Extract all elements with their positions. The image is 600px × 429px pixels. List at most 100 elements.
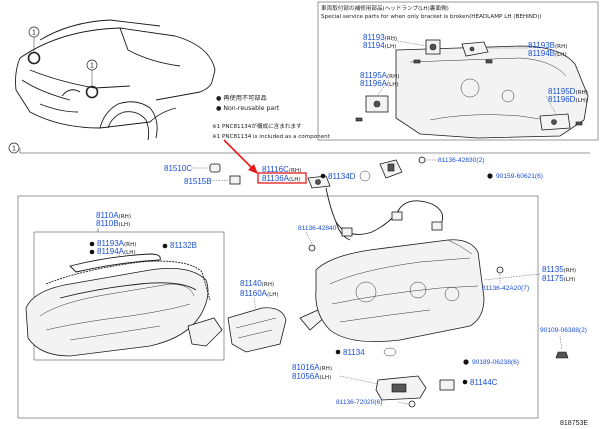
- callout-circle: [8, 142, 20, 154]
- screw: [355, 117, 363, 122]
- part-side: (RH): [385, 36, 397, 42]
- part-side: (RH): [555, 44, 567, 50]
- part-number: 81135: [542, 265, 564, 274]
- headlamp-marker: [27, 51, 41, 65]
- svg-text:81194B(LH): 81194B(LH): [528, 49, 567, 58]
- svg-text:8110B(LH): 8110B(LH): [96, 219, 130, 228]
- screw: [575, 121, 583, 126]
- part-side: (LH): [320, 375, 332, 381]
- part-side: (RH): [320, 366, 332, 372]
- svg-text:81175(LH): 81175(LH): [542, 274, 575, 283]
- headlamp-assembly-box: [17, 195, 539, 419]
- part-number: 81193: [363, 33, 385, 42]
- special-parts-frame: [317, 1, 599, 141]
- svg-text:81195D(RH): 81195D(RH): [548, 87, 588, 96]
- part-side: (LH): [555, 52, 567, 58]
- screw: [308, 244, 316, 252]
- part-side: (RH): [575, 90, 587, 96]
- screw: [496, 266, 504, 274]
- non-reusable-marker: [89, 249, 95, 255]
- callout-circle: [86, 59, 98, 71]
- part-number: 81134D: [328, 172, 356, 181]
- svg-text:81136-72020(6): 81136-72020(6): [336, 399, 382, 406]
- screw: [418, 156, 426, 164]
- part-qty: (2): [476, 157, 484, 164]
- extension-piece: [187, 317, 223, 347]
- part-number: 8110A: [96, 211, 119, 220]
- part-number: 81134: [343, 348, 365, 357]
- svg-text:90189-06238(6): 90189-06238(6): [472, 359, 519, 366]
- svg-text:81140(RH): 81140(RH): [240, 279, 274, 288]
- part-number: 81136-42A20: [482, 285, 521, 292]
- svg-text:81196D(LH): 81196D(LH): [548, 95, 587, 104]
- non-reusable-marker: [320, 173, 326, 179]
- highlight-box-81136a: [257, 172, 307, 184]
- screw: [485, 59, 493, 64]
- svg-text:81135(RH): 81135(RH): [542, 265, 576, 274]
- svg-text:81160A(LH): 81160A(LH): [240, 289, 279, 298]
- special-parts-title-en: Special service parts for when only brac…: [321, 14, 542, 20]
- svg-text:81194(LH): 81194(LH): [363, 41, 396, 50]
- part-side: (LH): [575, 98, 587, 104]
- svg-text:90109-06388(2): 90109-06388(2): [540, 327, 587, 334]
- headlamp-lens: [25, 267, 209, 357]
- lens-sub-box: [33, 231, 225, 361]
- part-number: 81016A: [292, 363, 320, 372]
- callout-number: 1: [32, 30, 36, 37]
- special-parts-title-jp: 車両取付部の補修用部品(ヘッドランプ(LH)裏面側): [321, 4, 449, 12]
- ballast-connector: [439, 379, 455, 391]
- part-qty: (7): [521, 285, 529, 292]
- part-number: 81136-72020: [336, 399, 375, 406]
- part-number: 81515B: [184, 177, 212, 186]
- svg-text:81116C(RH): 81116C(RH): [262, 165, 301, 174]
- part-number: 81136-42830: [438, 157, 477, 164]
- headlamp-housing-rear: [395, 45, 589, 139]
- part-number: 81175: [542, 274, 564, 283]
- housing-body: [315, 239, 485, 342]
- part-side: (RH): [262, 282, 274, 288]
- non-reusable-marker: [463, 359, 469, 365]
- part-number: 81193A: [97, 239, 125, 248]
- part-number: 81195A: [360, 71, 388, 80]
- note-pnc-en: ※1 PNC81134 is included as a component: [212, 134, 331, 140]
- part-number: 81510C: [164, 164, 192, 173]
- part-number: 90159-60621: [496, 173, 535, 180]
- illustration-reference-number: 818753E: [560, 420, 588, 427]
- part-qty: (2): [579, 327, 587, 334]
- part-number: 81194B: [528, 49, 555, 58]
- part-number: 81140: [240, 279, 262, 288]
- part-number: 81193B: [528, 41, 555, 50]
- wire-harness: 81136-42840: [298, 187, 444, 252]
- svg-text:81195A(RH): 81195A(RH): [360, 71, 399, 80]
- bolt: [555, 351, 569, 359]
- part-qty: (6): [535, 173, 543, 180]
- part-number: 81136A: [262, 174, 290, 183]
- part-side: (RH): [387, 74, 399, 80]
- svg-text:81196A(LH): 81196A(LH): [360, 79, 399, 88]
- part-side: (RH): [289, 168, 301, 174]
- non-reusable-marker: [487, 173, 493, 179]
- o-ring: [359, 170, 371, 182]
- screw: [413, 59, 421, 64]
- non-reusable-marker: [462, 379, 468, 385]
- part-side: (RH): [124, 242, 136, 248]
- note-pnc-jp: ※1 PNC81134が構成に含まれます: [212, 122, 302, 130]
- part-side: (RH): [564, 268, 576, 274]
- red-pointer-arrow: [223, 139, 258, 174]
- svg-text:8110A(RH): 8110A(RH): [96, 211, 131, 220]
- part-number: 81195D: [548, 87, 576, 96]
- note-non-reusable-jp: ● 再使用不可部品: [216, 94, 267, 102]
- gasket-strip: [69, 253, 161, 273]
- part-number: 81194A: [97, 247, 125, 256]
- part-side: (RH): [119, 214, 131, 220]
- part-number: 81144C: [470, 378, 498, 387]
- part-qty: (6): [374, 399, 382, 406]
- inner-components: 81140(RH) 81160A(LH) 81134: [187, 279, 397, 357]
- headlamp-marker: [85, 85, 99, 99]
- non-reusable-marker: [335, 349, 341, 355]
- svg-text:81136-42830(2): 81136-42830(2): [438, 157, 484, 164]
- main-assembly-frame: 1: [8, 142, 590, 419]
- svg-text:81193(RH): 81193(RH): [363, 33, 397, 42]
- bracket-81193b: [461, 41, 489, 57]
